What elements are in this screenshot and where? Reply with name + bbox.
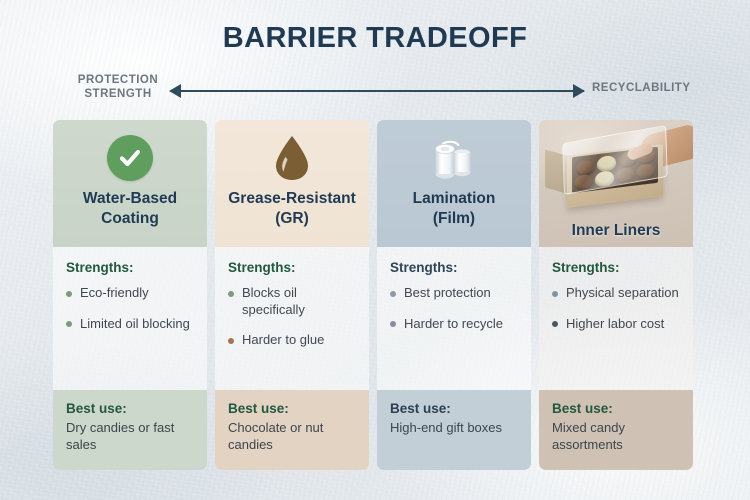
card-title: Grease-Resistant (GR) xyxy=(222,187,362,229)
list-item-text: Eco-friendly xyxy=(80,285,149,300)
list-item: Blocks oil specifically xyxy=(228,285,357,318)
strengths-list: Physical separation Higher labor cost xyxy=(552,285,681,332)
strengths-label: Strengths: xyxy=(66,260,134,275)
list-item: Harder to glue xyxy=(228,332,357,349)
card-body: Strengths: Eco-friendly Limited oil bloc… xyxy=(53,247,207,390)
list-item-text: Physical separation xyxy=(566,285,679,300)
best-use-text: High-end gift boxes xyxy=(390,420,503,435)
list-item-text: Blocks oil specifically xyxy=(242,285,305,317)
best-use-label: Best use: xyxy=(66,401,127,416)
card-footer: Best use: Dry candies or fast sales xyxy=(53,390,207,470)
best-use-label: Best use: xyxy=(228,401,289,416)
bullet-dot-icon xyxy=(390,321,396,327)
list-item-text: Limited oil blocking xyxy=(80,315,190,331)
card-title: Inner Liners xyxy=(566,219,667,247)
card-body: Strengths: Blocks oil specifically Harde… xyxy=(215,247,369,390)
bullet-dot-icon xyxy=(552,321,558,327)
card-title: Water-Based Coating xyxy=(77,187,183,229)
best-use-text: Dry candies or fast sales xyxy=(66,420,175,452)
card-title-line1: Water-Based xyxy=(82,190,178,207)
bullet-dot-icon xyxy=(228,337,234,344)
list-item-text: Best protection xyxy=(404,285,491,300)
strengths-label: Strengths: xyxy=(228,260,296,275)
card-title-line2: Coating xyxy=(101,210,159,227)
arrow-head-right-icon xyxy=(573,84,585,98)
card-title-line2: (GR) xyxy=(275,210,309,227)
strengths-label: Strengths: xyxy=(390,260,458,275)
card-header: Water-Based Coating xyxy=(53,120,207,247)
tradeoff-axis: PROTECTION STRENGTH RECYCLABILITY xyxy=(0,70,750,108)
card-header: Grease-Resistant (GR) xyxy=(215,120,369,247)
list-item-text: Harder to glue xyxy=(242,332,325,347)
brown-oil-droplet-icon xyxy=(276,136,308,180)
best-use-text: Chocolate or nut candies xyxy=(228,420,324,452)
icon-container xyxy=(107,129,153,187)
best-use-text: Mixed candy assortments xyxy=(552,420,625,452)
card-grease-resistant[interactable]: Grease-Resistant (GR) Strengths: Blocks … xyxy=(215,120,369,470)
card-title-line2: (Film) xyxy=(432,210,476,227)
list-item: Higher labor cost xyxy=(552,316,681,333)
icon-container xyxy=(426,129,482,187)
card-header: Inner Liners xyxy=(539,120,693,247)
card-water-based-coating[interactable]: Water-Based Coating Strengths: Eco-frien… xyxy=(53,120,207,470)
card-footer: Best use: Mixed candy assortments xyxy=(539,390,693,470)
card-footer: Best use: High-end gift boxes xyxy=(377,390,531,470)
best-use-label: Best use: xyxy=(390,401,451,416)
strengths-label: Strengths: xyxy=(552,260,620,275)
bullet-dot-icon xyxy=(228,290,234,297)
card-body: Strengths: Physical separation Higher la… xyxy=(539,247,693,390)
card-title: Lamination (Film) xyxy=(407,187,502,229)
card-title-line1: Lamination xyxy=(412,190,496,207)
chocolate-box-liner-photo xyxy=(539,120,693,247)
axis-label-left-line1: PROTECTION xyxy=(77,74,159,86)
card-footer: Best use: Chocolate or nut candies xyxy=(215,390,369,470)
arrow-head-left-icon xyxy=(169,84,181,98)
list-item: Physical separation xyxy=(552,285,681,302)
bullet-dot-icon xyxy=(390,290,396,297)
strengths-list: Blocks oil specifically Harder to glue xyxy=(228,285,357,349)
strengths-list: Best protection Harder to recycle xyxy=(390,285,519,332)
list-item: Limited oil blocking xyxy=(66,316,195,333)
card-header: Lamination (Film) xyxy=(377,120,531,247)
axis-label-right: RECYCLABILITY xyxy=(592,82,691,94)
card-inner-liners[interactable]: Inner Liners Strengths: Physical separat… xyxy=(539,120,693,470)
bullet-dot-icon xyxy=(66,290,72,297)
comparison-cards: Water-Based Coating Strengths: Eco-frien… xyxy=(53,120,703,470)
page-title: BARRIER TRADEOFF xyxy=(222,22,528,54)
list-item: Eco-friendly xyxy=(66,285,195,302)
list-item-text: Higher labor cost xyxy=(566,315,665,331)
best-use-label: Best use: xyxy=(552,401,613,416)
card-title-line1: Inner Liners xyxy=(571,222,661,239)
axis-label-left: PROTECTION STRENGTH xyxy=(63,73,173,101)
green-check-circle-icon xyxy=(107,135,153,181)
strengths-list: Eco-friendly Limited oil blocking xyxy=(66,285,195,332)
axis-label-left-line2: STRENGTH xyxy=(84,88,152,100)
list-item-text: Harder to recycle xyxy=(404,315,503,331)
bullet-dot-icon xyxy=(66,321,72,327)
list-item: Best protection xyxy=(390,285,519,302)
card-lamination-film[interactable]: Lamination (Film) Strengths: Best protec… xyxy=(377,120,531,470)
film-rolls-icon xyxy=(435,139,471,179)
bullet-dot-icon xyxy=(552,290,558,297)
card-body: Strengths: Best protection Harder to rec… xyxy=(377,247,531,390)
icon-container xyxy=(272,129,312,187)
list-item: Harder to recycle xyxy=(390,316,519,333)
axis-line xyxy=(180,90,584,92)
card-title-line1: Grease-Resistant xyxy=(228,190,356,207)
